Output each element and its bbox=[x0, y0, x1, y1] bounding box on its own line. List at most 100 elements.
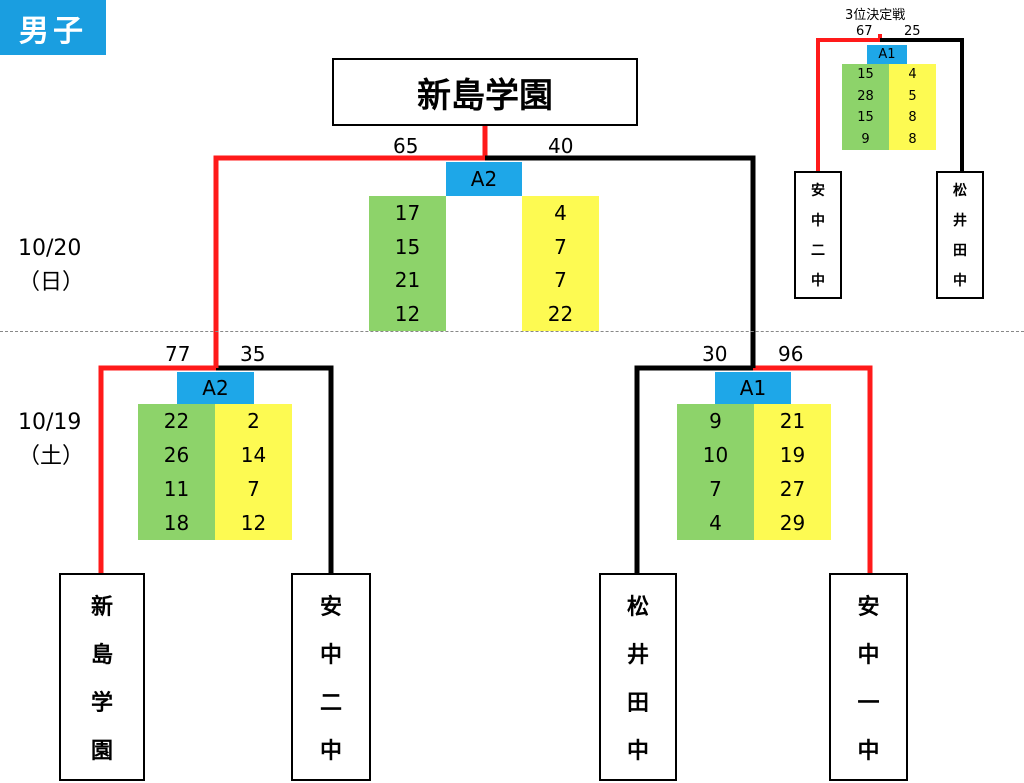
semi-left-court: A2 bbox=[177, 372, 254, 404]
semi-left-left-total: 77 bbox=[165, 342, 191, 366]
date-day1: 10/19 （土） bbox=[18, 406, 84, 474]
score: 9 bbox=[861, 131, 870, 147]
team-box-annaka1: 安 中 一 中 bbox=[829, 573, 908, 781]
bracket-line-third-left bbox=[816, 34, 882, 172]
third-place-left-team: 安 中 二 中 bbox=[794, 171, 842, 299]
bracket-line-final-left bbox=[213, 126, 488, 368]
date-day2-label: 10/20 bbox=[18, 236, 82, 261]
third-place-left-total: 67 bbox=[856, 24, 873, 39]
score: 21 bbox=[779, 409, 806, 433]
score: 9 bbox=[709, 409, 722, 433]
final-left-quarters: 17 15 21 12 bbox=[369, 196, 446, 331]
semi-left-right-quarters: 2 14 7 12 bbox=[215, 404, 292, 540]
score: 4 bbox=[554, 200, 567, 225]
score: 22 bbox=[163, 409, 190, 433]
team-char: 中 bbox=[953, 273, 967, 289]
score: 15 bbox=[394, 234, 421, 259]
team-char: 中 bbox=[857, 739, 880, 764]
team-char: 井 bbox=[953, 213, 967, 229]
score: 7 bbox=[554, 234, 567, 259]
final-right-total: 40 bbox=[548, 134, 574, 158]
score: 22 bbox=[547, 302, 574, 327]
team-box-shinjima: 新 島 学 園 bbox=[59, 573, 145, 781]
semi-left-left-quarters: 22 26 11 18 bbox=[138, 404, 215, 540]
score: 18 bbox=[163, 511, 190, 535]
score: 10 bbox=[702, 443, 729, 467]
team-char: 田 bbox=[626, 691, 649, 716]
bracket-line-third-right bbox=[880, 38, 964, 172]
champion-box: 新島学園 bbox=[332, 58, 638, 126]
team-char: 中 bbox=[857, 643, 880, 668]
team-char: 安 bbox=[319, 595, 342, 620]
final-left-total: 65 bbox=[393, 134, 419, 158]
score: 26 bbox=[163, 443, 190, 467]
score: 7 bbox=[554, 268, 567, 293]
third-place-right-team: 松 井 田 中 bbox=[936, 171, 984, 299]
score: 8 bbox=[908, 110, 917, 126]
category-tag: 男子 bbox=[0, 0, 106, 55]
score: 21 bbox=[394, 268, 421, 293]
score: 29 bbox=[779, 511, 806, 535]
third-place-left-quarters: 15 28 15 9 bbox=[842, 64, 889, 150]
team-char: 松 bbox=[953, 183, 967, 199]
team-char: 中 bbox=[319, 739, 342, 764]
score: 15 bbox=[857, 67, 874, 83]
score: 27 bbox=[779, 477, 806, 501]
third-place-court: A1 bbox=[867, 45, 907, 64]
third-place-right-quarters: 4 5 8 8 bbox=[889, 64, 936, 150]
date-day2: 10/20 （日） bbox=[18, 232, 84, 300]
semi-right-right-quarters: 21 19 27 29 bbox=[754, 404, 831, 540]
final-right-quarters: 4 7 7 22 bbox=[522, 196, 599, 331]
team-char: 井 bbox=[626, 643, 649, 668]
score: 8 bbox=[908, 131, 917, 147]
team-char: 安 bbox=[811, 183, 825, 199]
team-char: 二 bbox=[319, 691, 342, 716]
semi-left-right-total: 35 bbox=[240, 342, 266, 366]
team-char: 一 bbox=[857, 691, 880, 716]
bracket-line-annaka2-semi bbox=[216, 365, 334, 573]
team-char: 田 bbox=[953, 243, 967, 259]
team-char: 学 bbox=[90, 691, 113, 716]
score: 12 bbox=[240, 511, 267, 535]
third-place-right-total: 25 bbox=[904, 24, 921, 39]
team-char: 新 bbox=[90, 595, 113, 620]
bracket-line-final-right bbox=[485, 155, 756, 368]
score: 14 bbox=[240, 443, 267, 467]
score: 11 bbox=[163, 477, 190, 501]
score: 7 bbox=[709, 477, 722, 501]
team-char: 中 bbox=[319, 643, 342, 668]
semi-right-left-total: 30 bbox=[702, 342, 728, 366]
score: 7 bbox=[247, 477, 260, 501]
score: 4 bbox=[908, 67, 917, 83]
team-char: 中 bbox=[626, 739, 649, 764]
team-char: 島 bbox=[90, 643, 113, 668]
score: 12 bbox=[394, 302, 421, 327]
team-char: 中 bbox=[811, 213, 825, 229]
date-day1-label: 10/19 bbox=[18, 410, 82, 435]
score: 28 bbox=[857, 88, 874, 104]
score: 2 bbox=[247, 409, 260, 433]
score: 5 bbox=[908, 88, 917, 104]
semi-right-court: A1 bbox=[715, 372, 791, 404]
bracket-line-annaka1-semi bbox=[753, 365, 873, 573]
team-char: 安 bbox=[857, 595, 880, 620]
score: 17 bbox=[394, 200, 421, 225]
third-place-title: 3位決定戦 bbox=[845, 8, 906, 23]
score: 4 bbox=[709, 511, 722, 535]
team-char: 二 bbox=[811, 243, 825, 259]
final-court: A2 bbox=[446, 162, 522, 196]
score: 15 bbox=[857, 110, 874, 126]
semi-right-right-total: 96 bbox=[778, 342, 804, 366]
team-char: 松 bbox=[626, 595, 649, 620]
team-box-matsuida: 松 井 田 中 bbox=[599, 573, 677, 781]
team-box-annaka2: 安 中 二 中 bbox=[291, 573, 371, 781]
date-day1-weekday: （土） bbox=[18, 444, 85, 469]
score: 19 bbox=[779, 443, 806, 467]
bracket-line-matsuida-semi bbox=[634, 365, 753, 573]
semi-right-left-quarters: 9 10 7 4 bbox=[677, 404, 754, 540]
date-day2-weekday: （日） bbox=[18, 270, 85, 295]
team-char: 中 bbox=[811, 273, 825, 289]
bracket-line-shinjima-semi bbox=[98, 365, 216, 573]
team-char: 園 bbox=[90, 739, 113, 764]
